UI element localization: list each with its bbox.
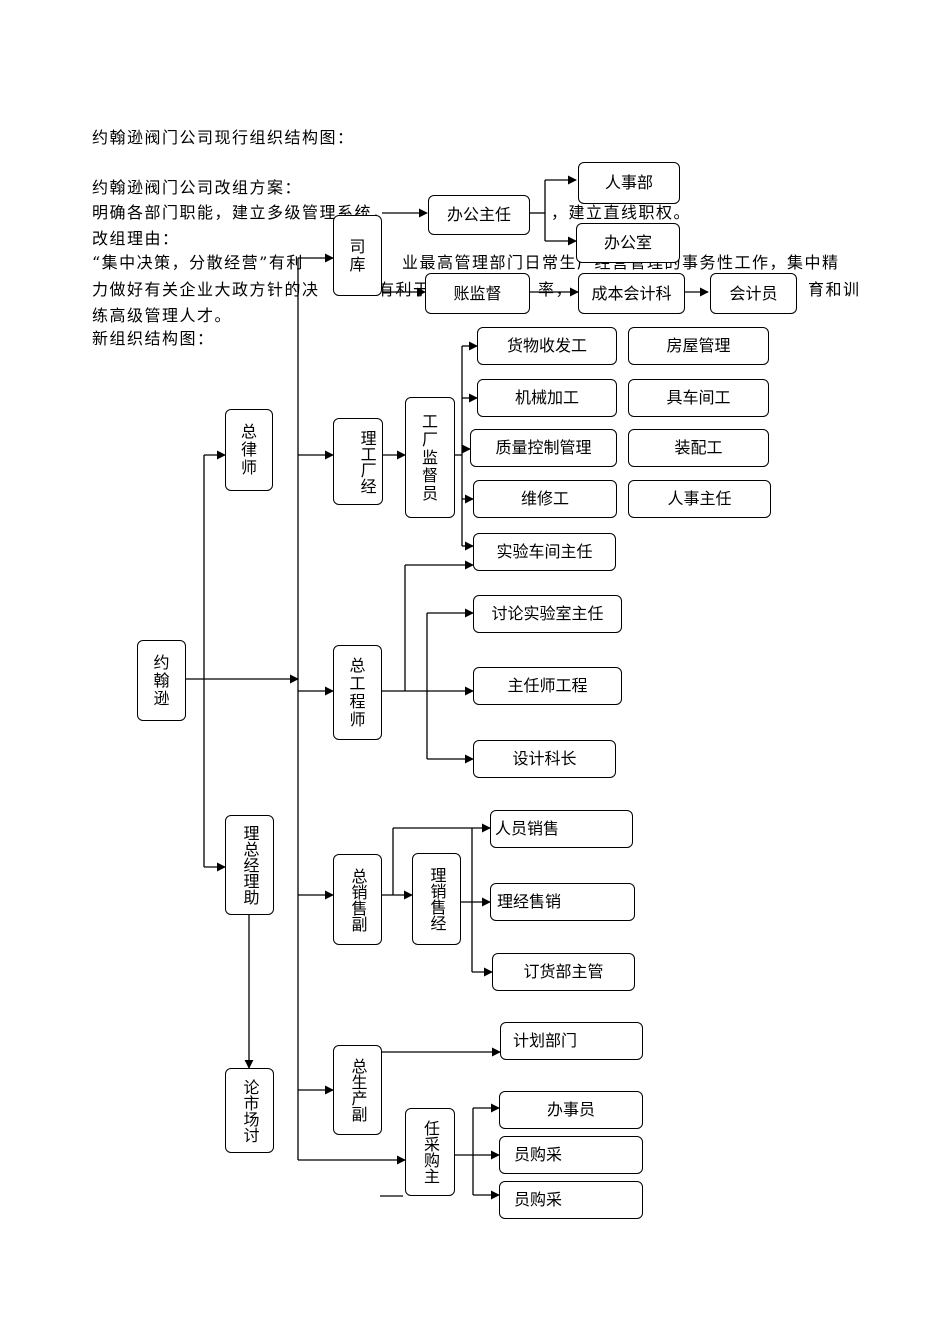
node-gongchangjiandu-label: 工厂监督员 (422, 411, 439, 503)
node-gongjuchejian: 具车间工 (628, 379, 769, 417)
node-banshiyuan: 办事员 (499, 1091, 643, 1129)
node-kuaijiyuan: 会计员 (710, 273, 797, 314)
node-fangwuguanli: 房屋管理 (628, 327, 769, 365)
text-line-4: 改组理由： (92, 229, 180, 248)
node-taolunshiyanshi: 讨论实验室主任 (473, 595, 622, 633)
node-zonggongchengshi: 总工程师 (333, 645, 382, 740)
node-xiaoshoujingli-label: 理销售经 (427, 867, 447, 931)
node-weixiugong: 维修工 (473, 480, 617, 518)
node-caigouyuan-1: 员购采 (499, 1136, 643, 1174)
node-yuehanxun: 约翰逊 (137, 640, 186, 721)
node-xiaoshoufuzong-label: 总销售副 (348, 867, 368, 932)
text-line-2: 约翰逊阀门公司改组方案： (92, 178, 303, 197)
text-line-5: “集中决策，分散经营”有利 (92, 253, 304, 272)
text-line-8: 新组织结构图： (92, 329, 215, 348)
text-line-6b: 有利于 (378, 280, 431, 299)
node-shejikezhang: 设计科长 (473, 740, 616, 778)
node-huowushoufa: 货物收发工 (477, 327, 617, 365)
node-dinghuobu: 订货部主管 (492, 953, 635, 991)
text-line-7: 练高级管理人才。 (92, 306, 233, 325)
text-line-1: 约翰逊阀门公司现行组织结构图： (92, 128, 355, 147)
node-gongchangjingli-label: 理工厂经 (357, 429, 377, 494)
node-shengchanfuzong-label: 总生产副 (348, 1058, 368, 1122)
node-renshizhuren: 人事主任 (628, 480, 771, 518)
text-line-6d: 育和训 (808, 280, 861, 299)
text-line-3: 明确各部门职能，建立多级管理系统， (92, 203, 390, 222)
node-caigouyuan-2: 员购采 (499, 1181, 643, 1219)
node-renshibu: 人事部 (578, 162, 680, 204)
node-jixiejiagong: 机械加工 (477, 379, 617, 417)
node-siku-label: 司库 (349, 236, 368, 274)
node-zonglvshi-label: 总律师 (241, 422, 258, 477)
node-renyuanxiaoshou: 人员销售 (490, 810, 633, 848)
node-bangongshi: 办公室 (576, 223, 680, 263)
text-line-6: 力做好有关企业大政方针的决 (92, 280, 320, 299)
text-line-6c: 率， (538, 280, 574, 299)
node-zonggongchengshi-label: 总工程师 (349, 655, 366, 729)
node-caigouzhuren-label: 任采购主 (421, 1120, 440, 1184)
node-shengchanfuzong: 总生产副 (333, 1045, 382, 1135)
node-xiaoshoufuzong: 总销售副 (333, 854, 382, 945)
node-zhurengongchengshi: 主任师工程 (473, 667, 622, 705)
node-shichangtaolun: 论市场讨 (225, 1068, 274, 1153)
node-shiyanchejian: 实验车间主任 (473, 533, 616, 571)
node-zongjinglizhuli-label: 理总经理助 (240, 825, 260, 905)
node-zhangjiandu: 账监督 (425, 273, 530, 314)
node-gongchangjiandu: 工厂监督员 (405, 397, 455, 518)
node-zhilianguanli: 质量控制管理 (470, 429, 617, 467)
node-siku: 司库 (333, 215, 382, 296)
node-chengbenkuaijike: 成本会计科 (578, 273, 685, 314)
node-zongjinglizhuli: 理总经理助 (225, 815, 274, 915)
text-line-3b: ，建立直线职权。 (551, 203, 692, 222)
node-jihuabumen: 计划部门 (500, 1022, 643, 1060)
node-yuehanxun-label: 约翰逊 (153, 652, 170, 708)
node-jinglixiaoshou: 理经售销 (490, 883, 635, 921)
node-gongchangjingli: 理工厂经 (333, 418, 383, 505)
node-shichangtaolun-label: 论市场讨 (240, 1078, 260, 1143)
node-bangongzhuren: 办公主任 (428, 195, 530, 235)
node-xiaoshoujingli: 理销售经 (412, 853, 461, 945)
node-zonglvshi: 总律师 (225, 409, 273, 491)
node-caigouzhuren: 任采购主 (405, 1108, 455, 1196)
node-zhuangpeigong: 装配工 (628, 429, 769, 467)
